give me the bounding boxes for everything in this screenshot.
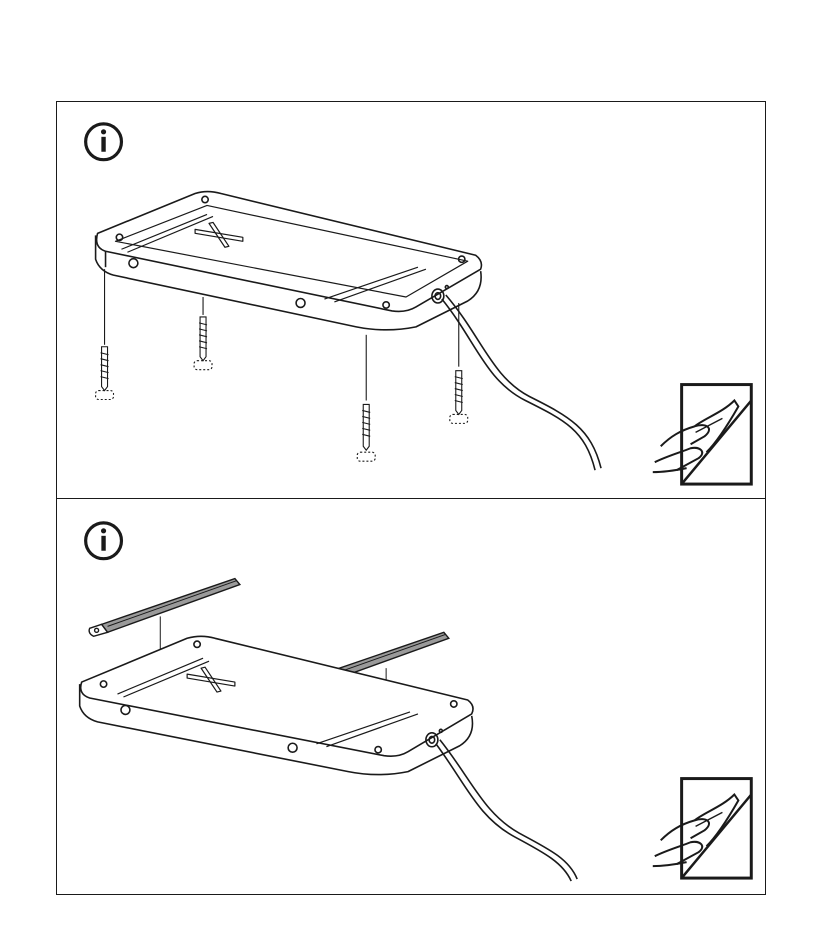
info-icon [86, 523, 122, 559]
screw [357, 404, 375, 461]
info-icon [86, 124, 122, 160]
instruction-panel-strips [56, 498, 766, 895]
screw [450, 371, 468, 424]
panel-illustration [57, 499, 765, 894]
page-turn-hand-icon [653, 779, 752, 878]
screw [96, 347, 114, 400]
screw [194, 317, 212, 370]
charger-pad [96, 192, 601, 471]
panel-illustration [57, 102, 765, 498]
instruction-panel-screws [56, 101, 766, 499]
page-turn-hand-icon [653, 385, 752, 484]
charger-pad [80, 636, 577, 881]
